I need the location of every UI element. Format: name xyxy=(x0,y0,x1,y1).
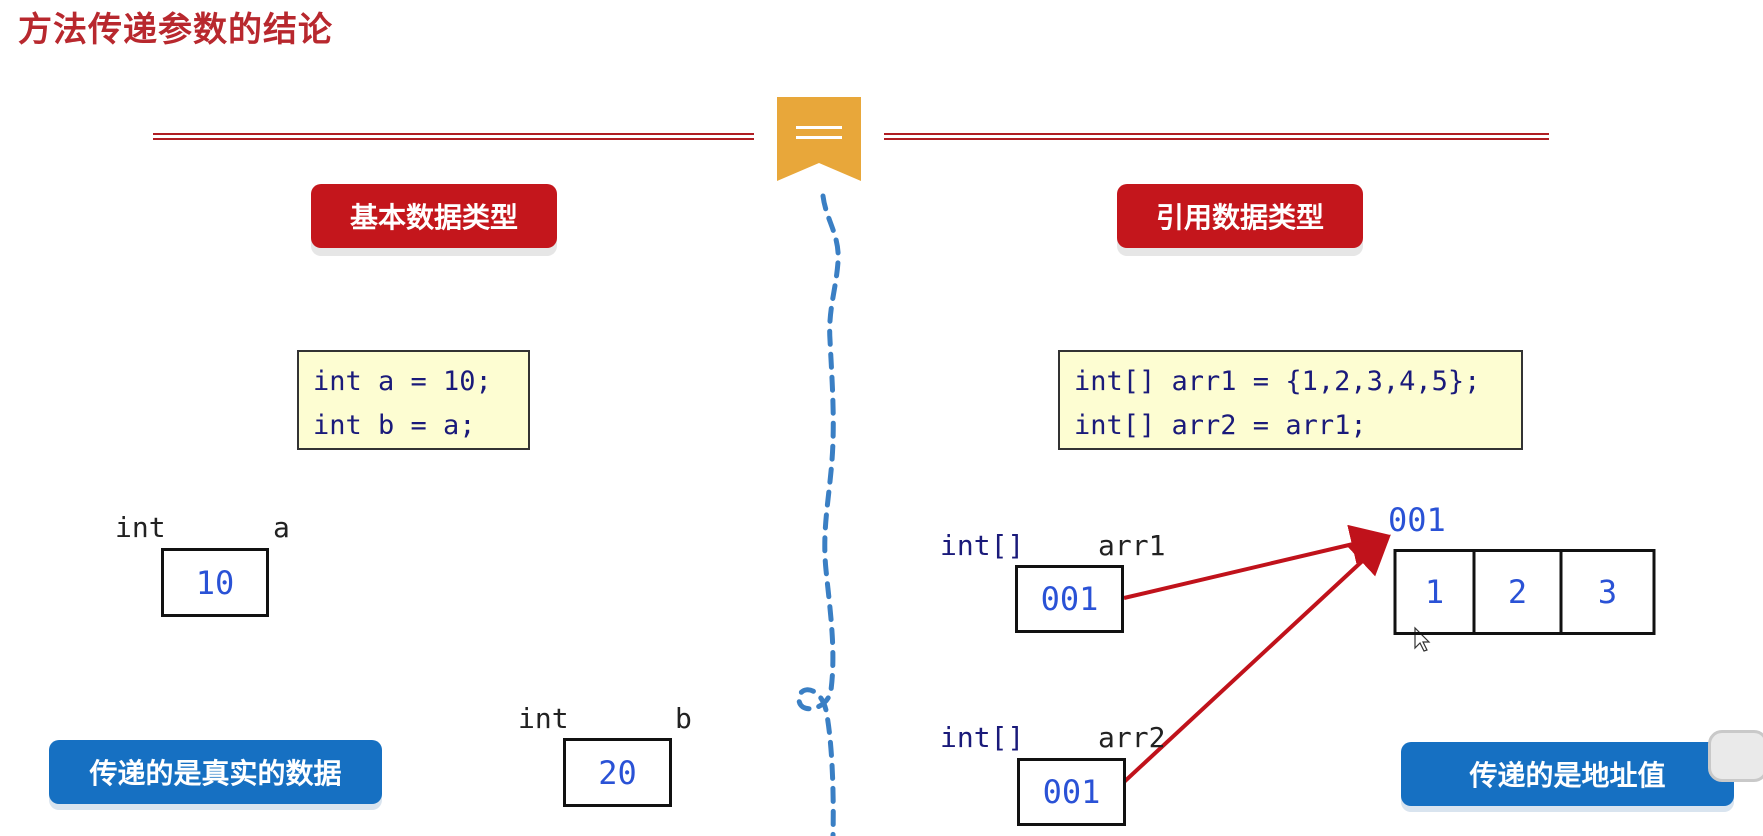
code-line: int b = a; xyxy=(313,410,476,441)
video-icon[interactable] xyxy=(1708,730,1763,782)
primitive-types-header: 基本数据类型 xyxy=(311,184,557,248)
var-arr2-type: int[] xyxy=(940,721,1025,754)
array-cell: 3 xyxy=(1561,549,1654,635)
code-line: int[] arr1 = {1,2,3,4,5}; xyxy=(1074,366,1481,397)
code-line: int a = 10; xyxy=(313,366,492,397)
var-a-box: 10 xyxy=(161,548,269,617)
var-arr1-box: 001 xyxy=(1015,565,1124,633)
var-a-type: int xyxy=(115,511,166,544)
array-cell: 2 xyxy=(1474,549,1561,635)
primitive-conclusion-badge: 传递的是真实的数据 xyxy=(49,740,382,804)
arrow-arr2-to-array xyxy=(1122,534,1391,784)
var-b-type: int xyxy=(518,702,569,735)
array-cell: 1 xyxy=(1395,549,1474,635)
var-arr2-name: arr2 xyxy=(1098,721,1166,754)
dashed-divider-line xyxy=(796,193,841,836)
bookmark-icon xyxy=(777,97,861,181)
reference-code-box: int[] arr1 = {1,2,3,4,5}; int[] arr2 = a… xyxy=(1058,350,1523,450)
page-title: 方法传递参数的结论 xyxy=(18,10,333,50)
var-arr2-box: 001 xyxy=(1017,758,1126,826)
divider-right xyxy=(884,133,1549,140)
var-b-name: b xyxy=(675,702,692,735)
primitive-code-box: int a = 10; int b = a; xyxy=(297,350,530,450)
var-a-name: a xyxy=(273,511,290,544)
divider-left xyxy=(153,133,754,140)
var-arr1-type: int[] xyxy=(940,529,1025,562)
arrow-arr1-to-array xyxy=(1123,524,1391,600)
reference-conclusion-badge: 传递的是地址值 xyxy=(1401,742,1734,806)
var-b-box: 20 xyxy=(563,738,672,807)
reference-types-header: 引用数据类型 xyxy=(1117,184,1363,248)
array-address: 001 xyxy=(1388,501,1446,539)
var-arr1-name: arr1 xyxy=(1098,529,1166,562)
code-line: int[] arr2 = arr1; xyxy=(1074,410,1367,441)
